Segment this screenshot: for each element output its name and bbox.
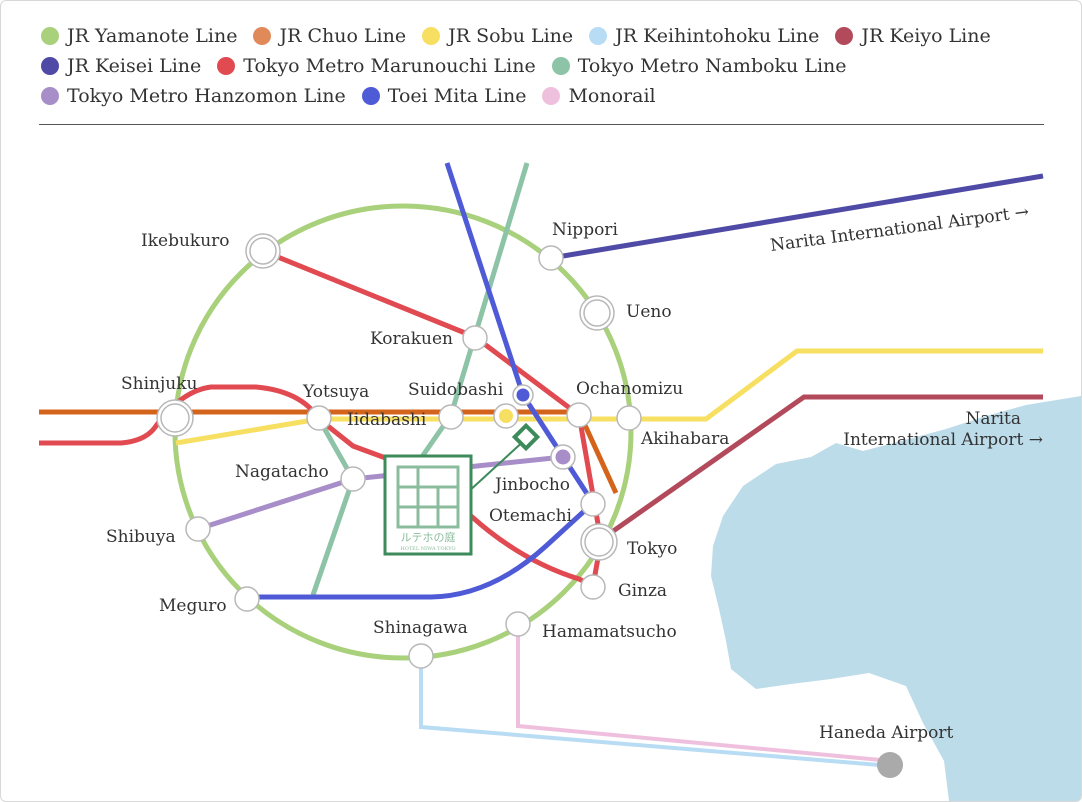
hotel-name-jp: ルテホの庭	[401, 530, 456, 544]
legend-item-namboku: Tokyo Metro Namboku Line	[551, 55, 847, 77]
legend-label: JR Keisei Line	[67, 55, 202, 77]
legend-item-chuo: JR Chuo Line	[253, 25, 406, 47]
station-label-jinbocho: Jinbocho	[493, 475, 570, 495]
station-shibuya-marker[interactable]	[185, 516, 211, 542]
station-otemachi-marker[interactable]	[580, 491, 606, 517]
legend-label: JR Chuo Line	[279, 25, 407, 47]
line-legend: JR Yamanote Line JR Chuo Line JR Sobu Li…	[41, 21, 1041, 111]
station-label-shibuya: Shibuya	[106, 527, 176, 547]
station-jinbocho-hanzomon-dot	[555, 449, 571, 465]
legend-dot-hanzomon	[41, 87, 59, 105]
legend-divider	[39, 124, 1044, 125]
legend-dot-sobu	[422, 27, 441, 45]
hotel-diamond	[511, 422, 541, 452]
legend-dot-keisei	[41, 57, 59, 75]
station-label-haneda: Haneda Airport	[819, 723, 953, 743]
legend-dot-keihin	[589, 27, 608, 45]
legend-dot-mita	[361, 87, 380, 105]
station-label-nagatacho: Nagatacho	[235, 462, 329, 482]
monorail-line	[516, 624, 892, 763]
station-label-yotsuya: Yotsuya	[302, 382, 369, 402]
station-yotsuya-marker[interactable]	[306, 405, 332, 431]
hotel-pointer	[466, 437, 528, 494]
station-ikebukuro-marker	[249, 237, 277, 265]
legend-item-keisei: JR Keisei Line	[41, 55, 201, 77]
station-label-nippori: Nippori	[552, 220, 618, 240]
legend-row: JR Yamanote Line JR Chuo Line JR Sobu Li…	[41, 21, 1041, 51]
station-iidabashi-marker[interactable]	[438, 404, 464, 430]
narita-airport-label-line2: International Airport →	[843, 430, 1043, 450]
station-ochanomizu-marker[interactable]	[566, 402, 592, 428]
legend-item-keiyo: JR Keiyo Line	[835, 25, 991, 47]
legend-item-hanzomon: Tokyo Metro Hanzomon Line	[41, 85, 346, 107]
station-label-otemachi: Otemachi	[489, 506, 573, 526]
legend-item-sobu: JR Sobu Line	[422, 25, 573, 47]
legend-item-marunouchi: Tokyo Metro Marunouchi Line	[217, 55, 536, 77]
station-label-korakuen: Korakuen	[370, 329, 453, 349]
legend-dot-keiyo	[835, 27, 854, 45]
station-haneda-marker[interactable]	[877, 752, 903, 778]
marunouchi-line	[39, 384, 595, 589]
legend-label: JR Yamanote Line	[67, 25, 238, 47]
mita-line	[247, 162, 597, 600]
station-shinjuku-marker	[160, 403, 190, 433]
legend-dot-chuo	[253, 27, 272, 45]
legend-label: JR Keiyo Line	[861, 25, 991, 47]
station-label-tokyo: Tokyo	[627, 539, 677, 559]
namboku-line	[310, 417, 356, 596]
station-label-ginza: Ginza	[618, 581, 667, 601]
legend-item-keihin: JR Keihintohoku Line	[589, 25, 819, 47]
station-nagatacho-marker[interactable]	[340, 466, 366, 492]
legend-dot-namboku	[551, 57, 570, 75]
legend-dot-yamanote	[41, 27, 59, 45]
station-label-ikebukuro: Ikebukuro	[141, 231, 230, 251]
station-hamamatsucho-marker[interactable]	[505, 611, 531, 637]
station-akihabara-marker[interactable]	[616, 405, 642, 431]
legend-row: JR Keisei Line Tokyo Metro Marunouchi Li…	[41, 51, 1041, 81]
station-label-shinjuku: Shinjuku	[121, 374, 198, 394]
sobu-line	[175, 348, 1043, 446]
station-ginza-marker[interactable]	[580, 574, 606, 600]
legend-row: Tokyo Metro Hanzomon Line Toei Mita Line…	[41, 81, 1041, 111]
station-shinagawa-marker[interactable]	[408, 643, 434, 669]
legend-label: Toei Mita Line	[387, 85, 527, 107]
station-nippori-marker[interactable]	[538, 245, 564, 271]
keihintohoku-line	[419, 656, 892, 768]
station-label-hamamatsucho: Hamamatsucho	[542, 622, 677, 642]
hotel-name-en: HOTEL NIWA TOKYO	[400, 546, 455, 552]
hotel-logo-icon	[396, 465, 460, 529]
keisei-line	[550, 173, 1044, 261]
station-label-ochanomizu: Ochanomizu	[576, 379, 683, 399]
tokyo-bay-water	[711, 396, 1081, 801]
keiyo-line	[597, 394, 1043, 544]
narita-airport-label-top: Narita International Airport →	[769, 202, 1030, 256]
station-suidobashi-mita-dot	[516, 388, 530, 402]
legend-label: Tokyo Metro Hanzomon Line	[67, 85, 346, 107]
station-label-shinagawa: Shinagawa	[373, 618, 468, 638]
legend-label: Tokyo Metro Marunouchi Line	[243, 55, 536, 77]
station-meguro-marker[interactable]	[234, 586, 260, 612]
legend-label: Tokyo Metro Namboku Line	[577, 55, 847, 77]
legend-label: JR Keihintohoku Line	[615, 25, 820, 47]
station-label-suidobashi: Suidobashi	[408, 380, 504, 400]
legend-label: JR Sobu Line	[448, 25, 574, 47]
legend-dot-monorail	[542, 87, 561, 105]
station-label-meguro: Meguro	[159, 596, 227, 616]
station-label-ueno: Ueno	[626, 302, 672, 322]
narita-airport-label-line1: Narita	[965, 409, 1021, 429]
station-korakuen-marker[interactable]	[462, 325, 488, 351]
station-ueno-marker	[583, 299, 611, 327]
legend-item-yamanote: JR Yamanote Line	[41, 25, 237, 47]
legend-item-monorail: Monorail	[542, 85, 656, 107]
station-label-akihabara: Akihabara	[640, 429, 729, 449]
legend-dot-marunouchi	[217, 57, 236, 75]
legend-item-mita: Toei Mita Line	[361, 85, 527, 107]
station-label-iidabashi: Iidabashi	[347, 410, 427, 430]
station-suidobashi-sobu-dot	[499, 409, 513, 423]
legend-label: Monorail	[568, 85, 656, 107]
station-tokyo-marker	[584, 527, 614, 557]
